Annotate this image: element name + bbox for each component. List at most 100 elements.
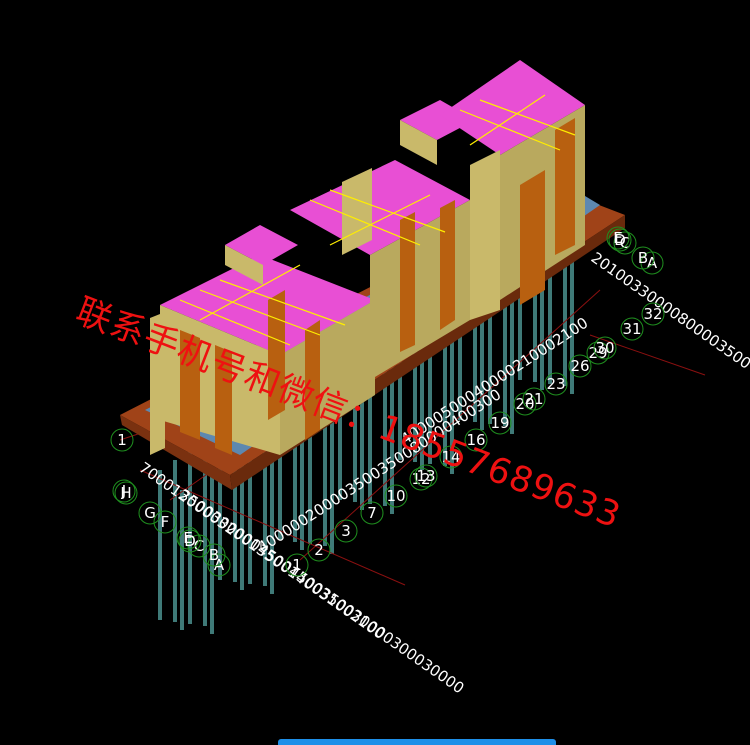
pile-column bbox=[203, 440, 207, 626]
building-model bbox=[145, 60, 600, 455]
axis-bottom-bubble bbox=[464, 428, 488, 452]
pile-column bbox=[420, 330, 424, 470]
axis-left-label: C bbox=[194, 537, 204, 555]
axis-bottom-label: 1 bbox=[292, 556, 302, 574]
pile-column bbox=[563, 200, 567, 386]
axis-bottom-bubble bbox=[439, 445, 463, 469]
axis-bottom-label: 2 bbox=[314, 541, 324, 559]
pile-column bbox=[300, 410, 304, 550]
pile-column bbox=[570, 230, 574, 394]
axis-bottom-bubble bbox=[593, 336, 617, 360]
scroll-indicator-bar[interactable] bbox=[278, 739, 556, 745]
pile-column bbox=[450, 310, 454, 474]
axis-bottom-label: 32 bbox=[643, 305, 662, 323]
axis-bottom-label: 19 bbox=[490, 414, 509, 432]
axis-bottom-bubble bbox=[568, 354, 592, 378]
axis-left-label: B bbox=[209, 546, 219, 564]
axis-bottom-label: 20 bbox=[515, 395, 534, 413]
pile-column bbox=[263, 400, 267, 586]
pile-column bbox=[458, 270, 462, 420]
pile-column bbox=[398, 310, 402, 460]
axis-bottom-label: 23 bbox=[546, 375, 565, 393]
axis-bottom-bubble bbox=[334, 519, 358, 543]
pile-column bbox=[248, 410, 252, 584]
axis-bottom-label: 13 bbox=[416, 467, 435, 485]
axis-left-label: J bbox=[121, 482, 126, 500]
pile-column bbox=[428, 290, 432, 464]
slab-grid-lines bbox=[179, 94, 576, 346]
axis-left-bubble bbox=[176, 526, 200, 550]
pile-column bbox=[270, 430, 274, 594]
pile-column bbox=[480, 290, 484, 430]
axis-left-label: 1 bbox=[117, 431, 127, 449]
axis-left-label: E bbox=[183, 529, 192, 547]
axis-right-bubble bbox=[613, 231, 637, 255]
axis-bottom-label: 3 bbox=[341, 522, 351, 540]
axis-bottom-bubble bbox=[522, 387, 546, 411]
pile-column bbox=[330, 390, 334, 554]
pile-column bbox=[240, 450, 244, 590]
pile-column bbox=[308, 370, 312, 544]
pile-column bbox=[278, 390, 282, 540]
pile-column bbox=[488, 250, 492, 424]
axis-bottom-label: 26 bbox=[570, 357, 589, 375]
axis-left-label: F bbox=[161, 513, 170, 531]
axis-bottom-label: 29 bbox=[588, 344, 607, 362]
axis-bottom-label: 16 bbox=[466, 431, 485, 449]
pile-column bbox=[158, 470, 162, 620]
pile-column bbox=[473, 260, 477, 422]
pile-column bbox=[383, 320, 387, 506]
pile-column bbox=[293, 380, 297, 542]
pile-column bbox=[353, 340, 357, 502]
pile-column bbox=[390, 350, 394, 514]
axis-left-label: G bbox=[144, 504, 156, 522]
axis-left-bubble bbox=[138, 501, 162, 525]
axis-bottom-bubble bbox=[641, 302, 665, 326]
pile-column bbox=[503, 240, 507, 426]
axis-left-label: D bbox=[184, 532, 196, 550]
axis-bottom-label: 30 bbox=[595, 339, 614, 357]
pile-column bbox=[338, 350, 342, 500]
pile-column bbox=[323, 360, 327, 546]
tower-block-2 bbox=[290, 100, 475, 380]
axis-bottom-bubble bbox=[307, 538, 331, 562]
axis-right-label: D bbox=[614, 231, 626, 249]
pile-column bbox=[540, 250, 544, 390]
axis-left-bubble bbox=[112, 479, 136, 503]
axis-bottom-bubble bbox=[384, 484, 408, 508]
axis-left-bubble bbox=[178, 529, 202, 553]
axis-bottom-label: 31 bbox=[622, 320, 641, 338]
axis-left-bubble bbox=[207, 553, 231, 577]
pile-column bbox=[180, 490, 184, 630]
axis-bottom-label: 14 bbox=[441, 448, 460, 466]
axis-bottom-bubble bbox=[360, 501, 384, 525]
axis-left-label: H bbox=[120, 484, 131, 502]
pile-column bbox=[233, 420, 237, 582]
axis-right-label: B bbox=[638, 249, 648, 267]
axis-right-bubble bbox=[631, 246, 655, 270]
axis-bottom-bubble bbox=[414, 464, 438, 488]
pile-column bbox=[360, 370, 364, 510]
pile-column bbox=[368, 330, 372, 504]
pile-column bbox=[510, 270, 514, 434]
axis-bottom-label: 12 bbox=[411, 470, 430, 488]
axis-bottom-bubble bbox=[409, 467, 433, 491]
axis-bottom-bubble bbox=[544, 372, 568, 396]
tower-block-3 bbox=[440, 60, 585, 320]
pile-column bbox=[443, 280, 447, 466]
axis-left-bubble bbox=[202, 543, 226, 567]
axis-bottom-label: 7 bbox=[367, 504, 377, 522]
axis-right-bubble bbox=[608, 228, 632, 252]
axis-bottom-bubble bbox=[586, 341, 610, 365]
tower-block-1 bbox=[160, 225, 375, 455]
grid-axis-bubbles: 12371012131416192021232629303132ABCDEFGH… bbox=[110, 226, 665, 577]
axis-left-bubble bbox=[153, 510, 177, 534]
axis-right-label: E bbox=[613, 229, 622, 247]
pile-column bbox=[210, 470, 214, 634]
axis-right-label: C bbox=[620, 234, 630, 252]
axis-bottom-label: 21 bbox=[524, 390, 543, 408]
axis-bottom-bubble bbox=[285, 553, 309, 577]
axis-bottom-bubble bbox=[488, 411, 512, 435]
pile-column bbox=[413, 300, 417, 462]
